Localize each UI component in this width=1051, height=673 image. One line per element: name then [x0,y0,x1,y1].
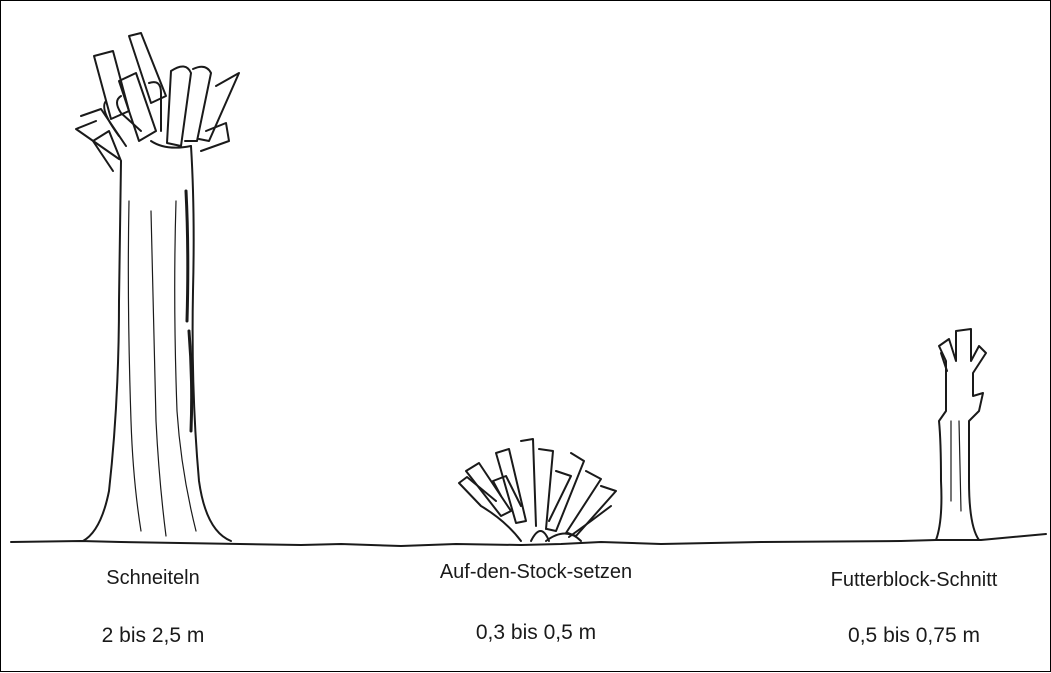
futterblock-height: 0,5 bis 0,75 m [848,624,980,648]
stock-height: 0,3 bis 0,5 m [476,621,596,645]
coppice-stool-drawing [459,439,616,541]
futterblock-tree-drawing [936,329,986,540]
pollard-tree-drawing [76,33,239,541]
schneiteln-height: 2 bis 2,5 m [102,624,205,648]
stock-label: Auf-den-Stock-setzen [440,561,632,584]
schneiteln-label: Schneiteln [106,567,199,590]
futterblock-label: Futterblock-Schnitt [831,569,998,592]
